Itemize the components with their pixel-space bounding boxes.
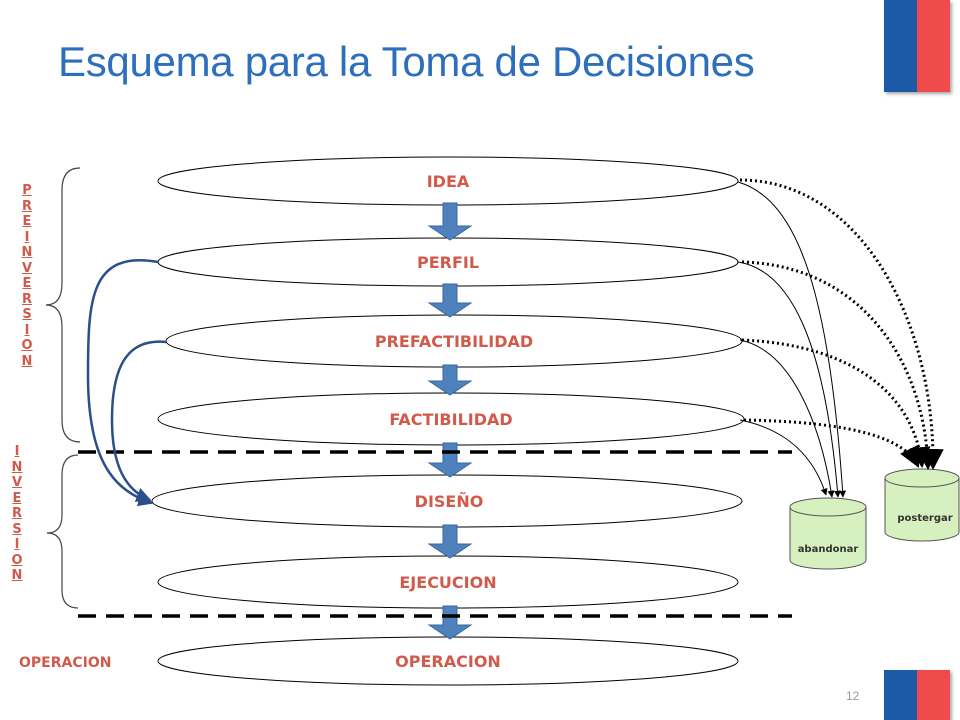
- phase-label-operacion: OPERACION: [19, 655, 112, 671]
- cylinder-abandonar: abandonar: [789, 497, 867, 570]
- dotted-fact-postergar: [743, 418, 920, 468]
- cylinder-postergar: postergar: [884, 468, 960, 542]
- arrow-prefact-abandonar: [739, 339, 835, 498]
- flow-arrow-4: [427, 524, 473, 559]
- arrow-fact-abandonar: [739, 419, 828, 496]
- flow-arrow-0: [427, 202, 473, 241]
- dotted-perfil-postergar: [741, 260, 938, 471]
- dotted-idea-postergar: [739, 178, 944, 471]
- stage-4: DISEÑO: [151, 474, 743, 528]
- flag-logo-bottom: [884, 670, 950, 720]
- feedback-curve-perfil: [86, 259, 159, 507]
- page-number: 12: [846, 689, 860, 703]
- arrow-idea-abandonar: [737, 181, 847, 498]
- dotted-prefact-postergar: [741, 338, 931, 469]
- stage-6: OPERACION: [157, 636, 739, 686]
- flow-arrow-5: [427, 605, 473, 640]
- stage-label: PERFIL: [417, 253, 479, 272]
- label-abandonar: abandonar: [798, 544, 859, 555]
- flow-arrow-1: [427, 283, 473, 318]
- stage-5: EJECUCION: [157, 555, 739, 609]
- stage-label: DISEÑO: [415, 492, 484, 511]
- slide-title: Esquema para la Toma de Decisiones: [58, 38, 755, 85]
- label-postergar: postergar: [897, 513, 952, 524]
- stage-label: OPERACION: [395, 652, 501, 671]
- stage-label: PREFACTIBILIDAD: [375, 332, 533, 351]
- arrow-perfil-abandonar: [737, 261, 841, 498]
- stage-2: PREFACTIBILIDAD: [165, 314, 743, 368]
- flag-logo-top: [884, 0, 950, 92]
- stage-label: EJECUCION: [399, 573, 496, 592]
- stage-label: IDEA: [427, 172, 470, 191]
- stage-3: FACTIBILIDAD: [157, 392, 745, 446]
- flow-arrow-2: [427, 364, 473, 396]
- stage-label: FACTIBILIDAD: [389, 410, 512, 429]
- flow-arrow-3: [427, 442, 473, 478]
- brace-inversion: [46, 454, 79, 609]
- stage-0: IDEA: [157, 156, 739, 206]
- feedback-curve-prefactibilidad: [110, 340, 167, 502]
- brace-preinversion: [45, 167, 81, 443]
- stage-1: PERFIL: [157, 237, 739, 287]
